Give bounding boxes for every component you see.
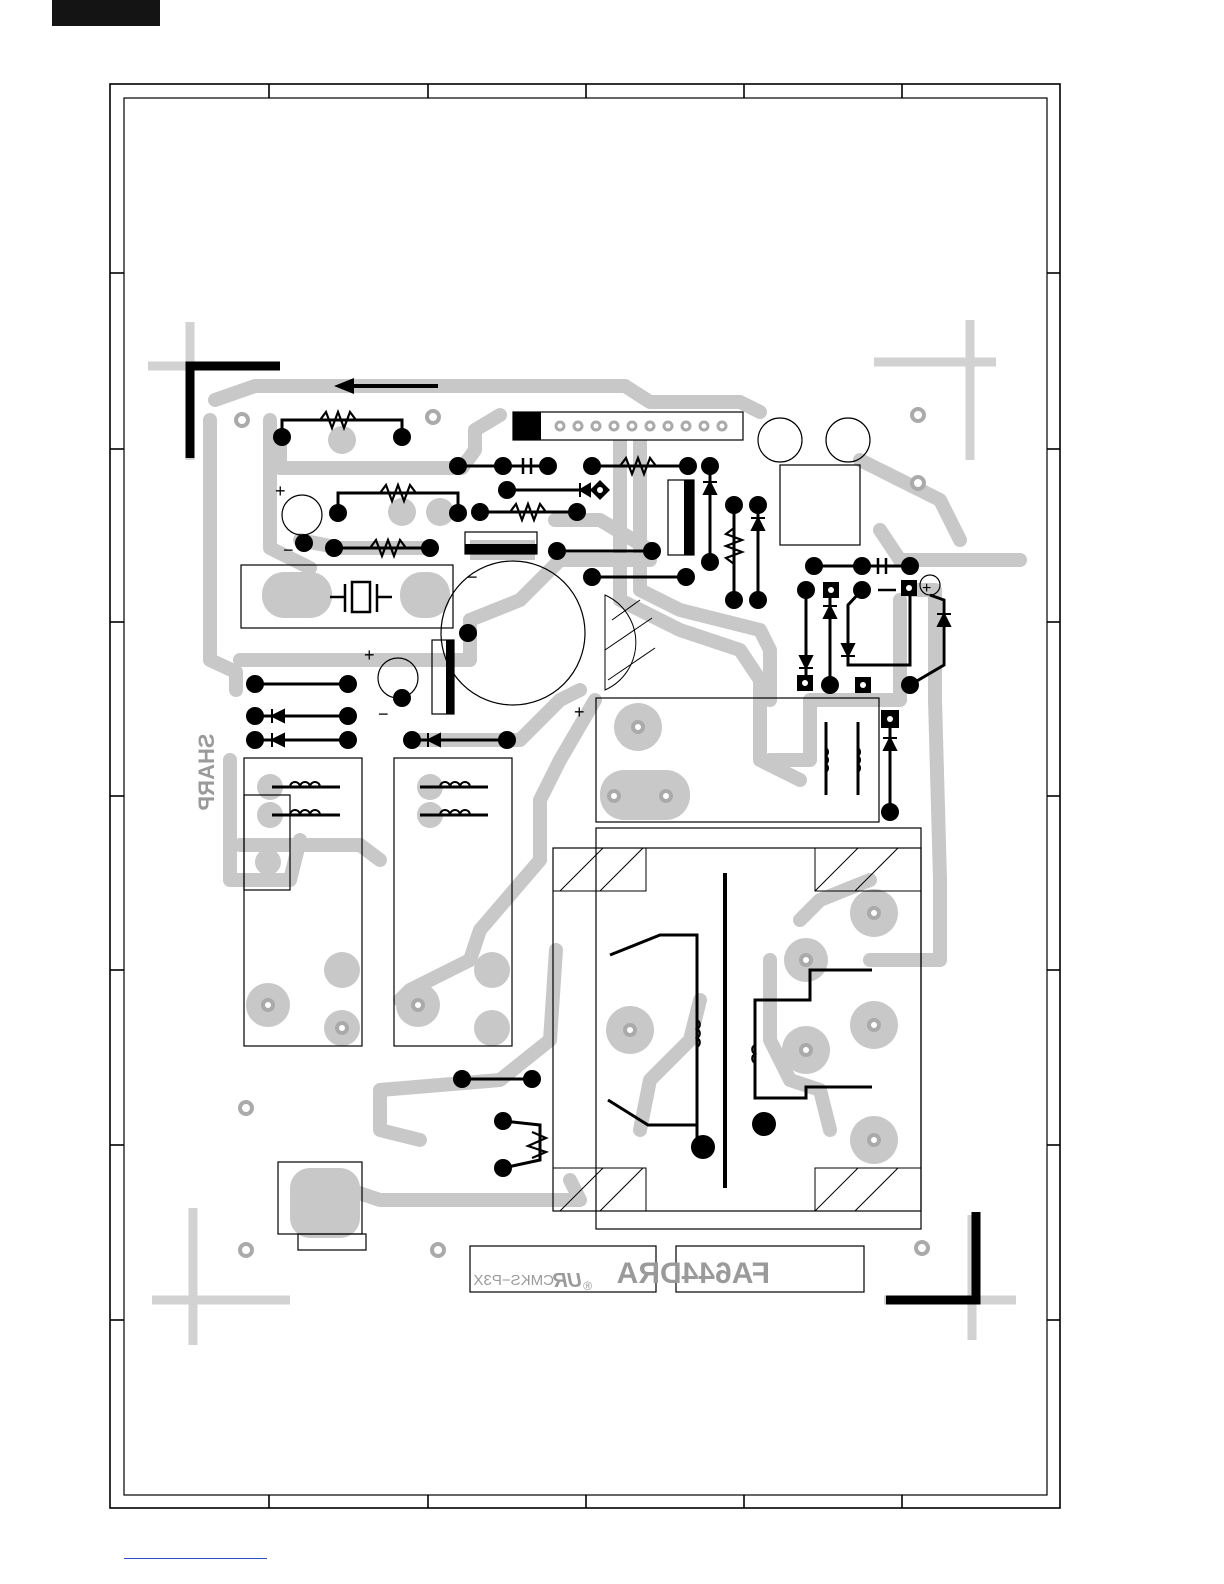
brand-text: SHARP — [194, 733, 219, 810]
svg-text:+: + — [922, 580, 931, 597]
terminal-outline — [780, 465, 860, 545]
drawing-frame — [110, 84, 1060, 1508]
svg-text:+: + — [574, 702, 585, 722]
footer-link-line[interactable] — [124, 1558, 267, 1559]
svg-text:+: + — [275, 481, 286, 501]
part-number-text: FA644DRA — [617, 1257, 770, 1290]
svg-text:−: − — [283, 540, 294, 560]
registered-mark-text: ® — [583, 1279, 592, 1293]
capacitor-outline-top — [282, 495, 322, 535]
svg-text:+: + — [364, 645, 375, 665]
svg-text:−: − — [378, 704, 389, 724]
board-code-text: CMKS−P3X — [474, 1272, 554, 1289]
svg-text:−: − — [467, 567, 478, 587]
buzzer-left — [758, 418, 802, 462]
buzzer-right — [826, 418, 870, 462]
cert-mark-text: UR — [553, 1270, 582, 1292]
crystal-icon — [330, 582, 392, 612]
jumper-wires — [255, 420, 944, 1188]
